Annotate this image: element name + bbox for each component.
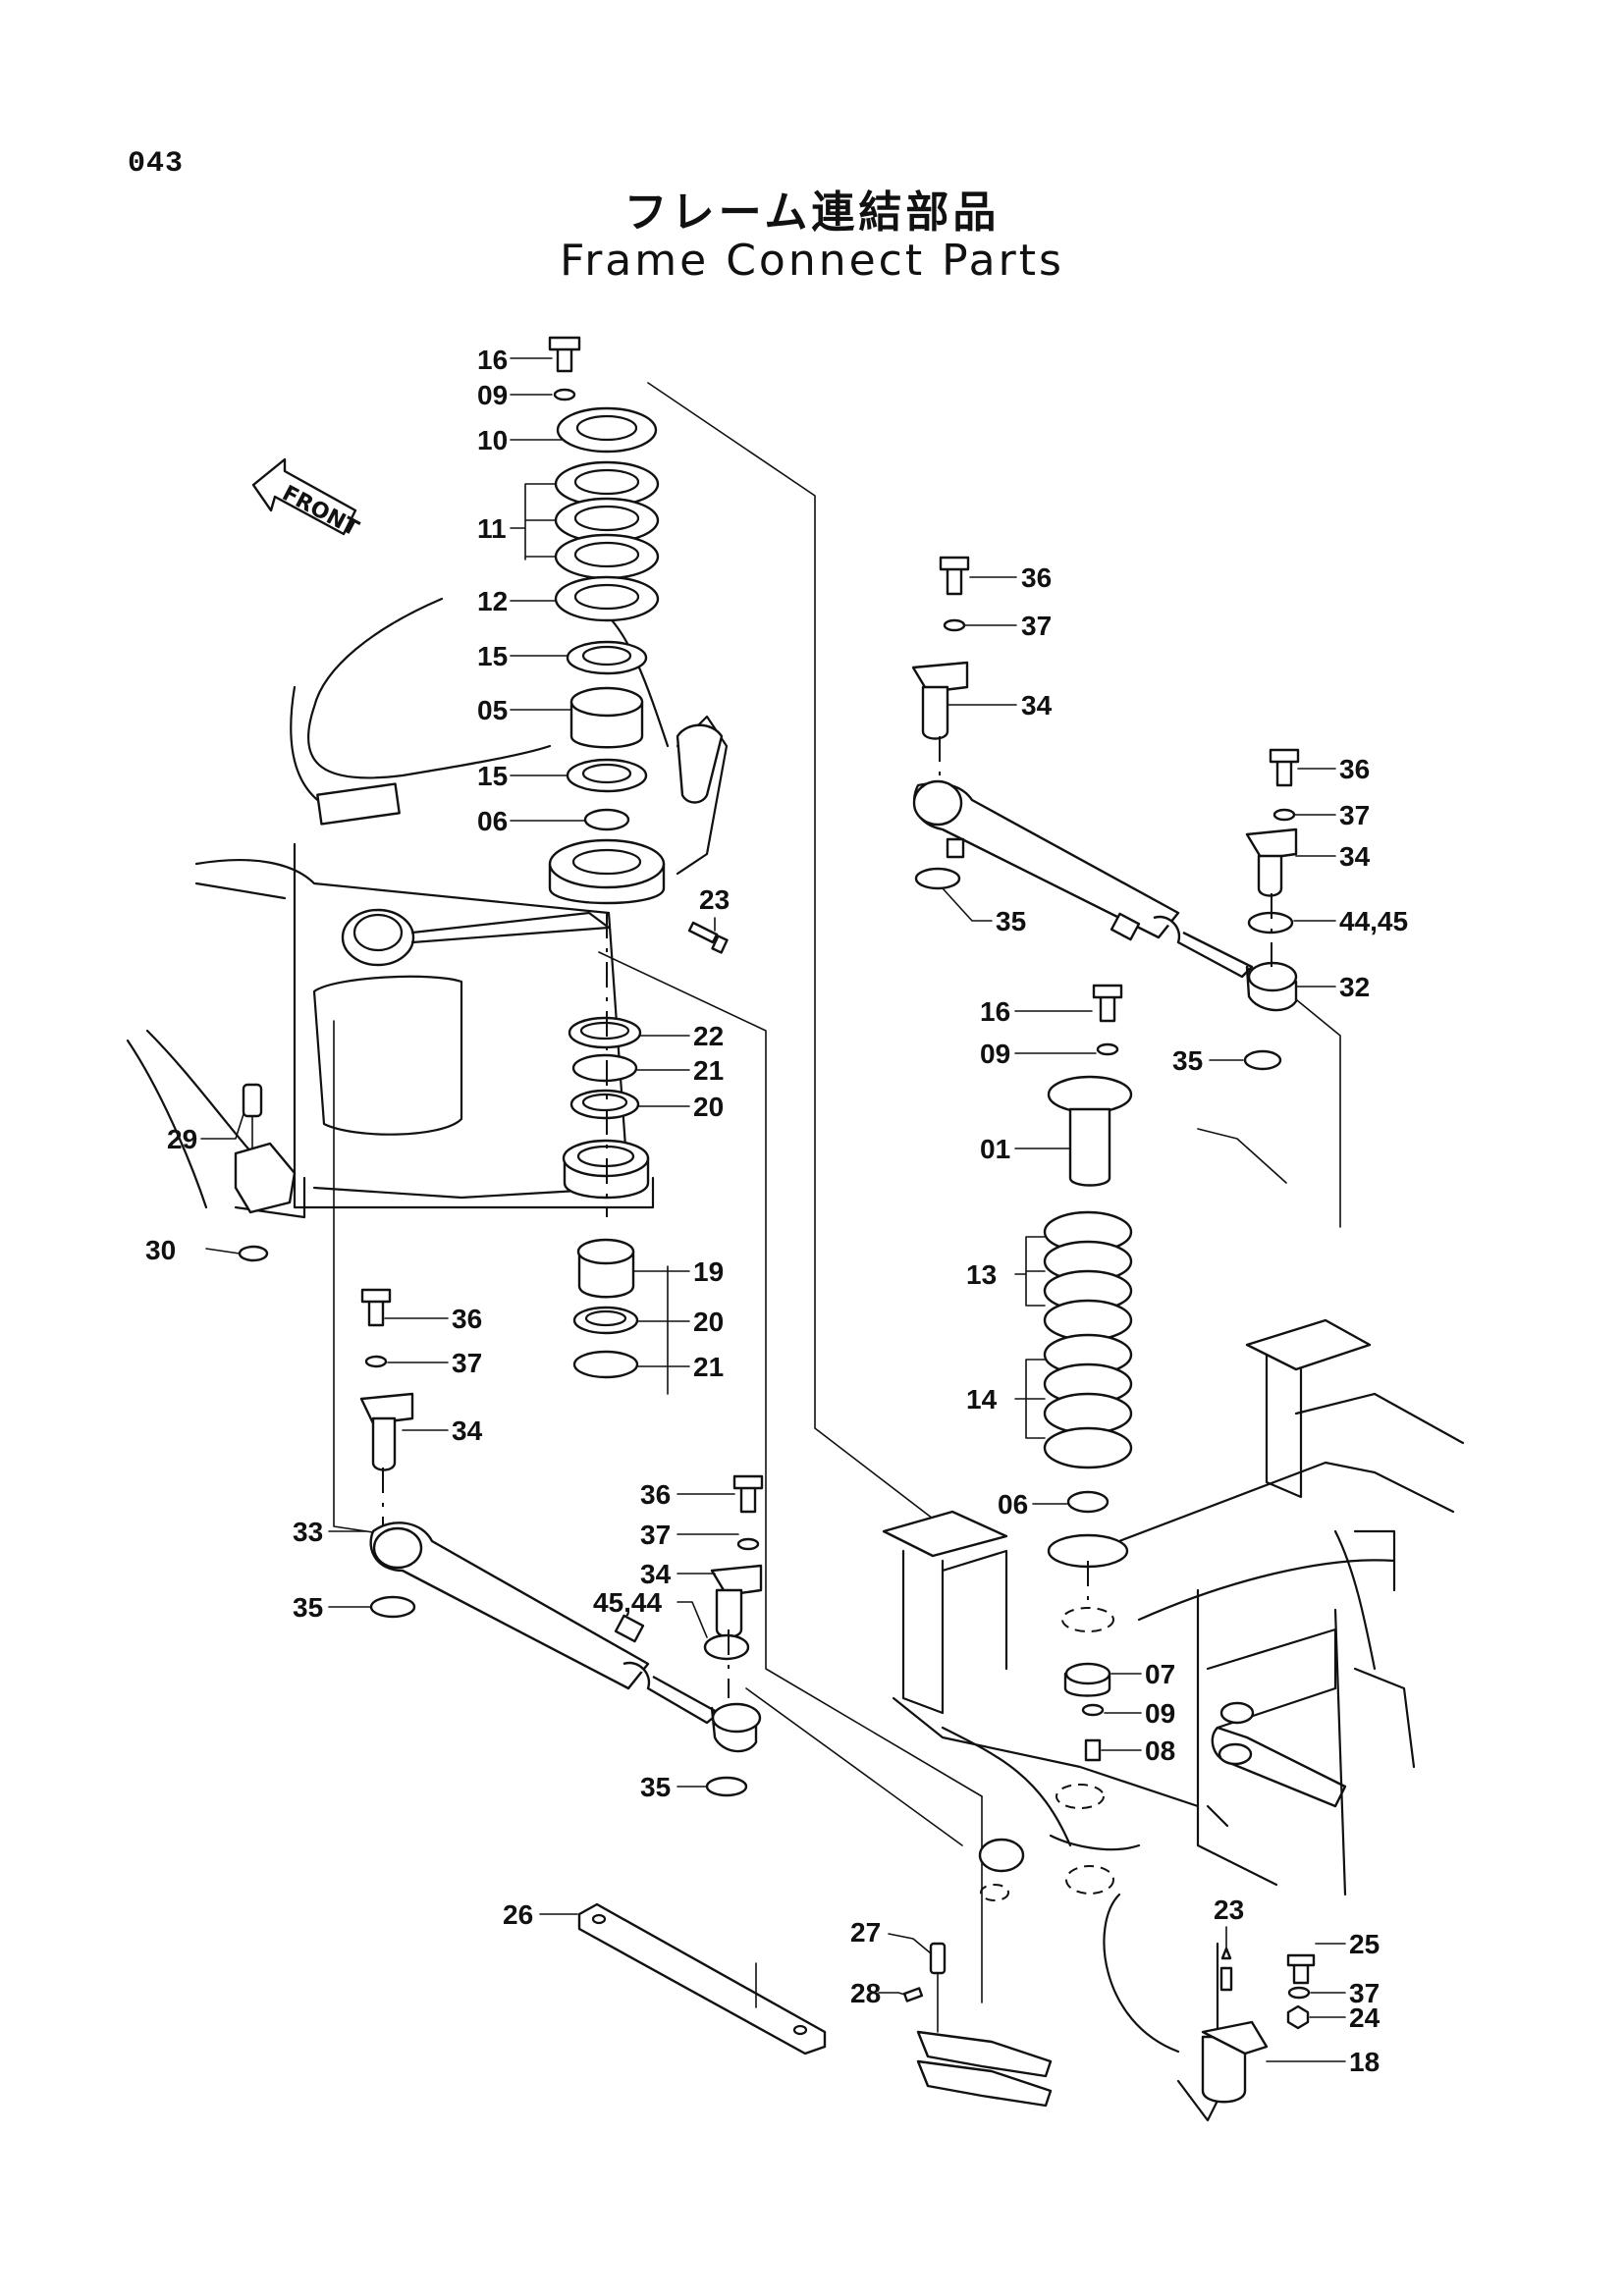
- upper-right-steering-cylinder: [911, 556, 1300, 1071]
- callout-15-top: 15: [477, 641, 508, 671]
- grease-nipple-and-pin: [234, 921, 729, 1262]
- page-title-english: Frame Connect Parts: [560, 236, 1064, 286]
- callout-labels: 16 09 10 11 12 15 05 15 06 23 22 21 20 2…: [145, 345, 1408, 2077]
- callout-06-left: 06: [477, 806, 508, 836]
- callout-19: 19: [693, 1256, 724, 1287]
- page-number: 043: [128, 147, 185, 181]
- callout-36-lower-mid: 36: [640, 1479, 671, 1510]
- callout-26: 26: [503, 1899, 533, 1930]
- callout-36-upper-right: 36: [1021, 562, 1052, 593]
- callout-45-44: 45,44: [593, 1587, 662, 1618]
- left-stack-parts: [548, 336, 666, 905]
- assembly-axis-lines: [382, 736, 1272, 1698]
- callout-09-top: 09: [477, 380, 508, 410]
- callout-13: 13: [966, 1259, 997, 1290]
- callout-32: 32: [1339, 972, 1370, 1002]
- callout-37-bottom: 37: [1349, 1978, 1380, 2008]
- callout-27: 27: [850, 1917, 881, 1948]
- callout-16-top: 16: [477, 345, 508, 375]
- callout-09-center: 09: [980, 1039, 1010, 1069]
- callout-20-bottom: 20: [693, 1307, 724, 1337]
- rear-frame-body: [882, 1318, 1465, 2122]
- callout-35-lower-left: 35: [293, 1592, 323, 1623]
- callout-10: 10: [477, 425, 508, 455]
- callout-34-far-right: 34: [1339, 841, 1371, 872]
- callout-37-lower-left: 37: [452, 1348, 482, 1378]
- callout-24: 24: [1349, 2002, 1380, 2033]
- callout-34-lower-left: 34: [452, 1415, 483, 1446]
- callout-37-upper-right: 37: [1021, 611, 1052, 641]
- callout-34-lower-mid: 34: [640, 1559, 672, 1589]
- callout-23-bottom: 23: [1214, 1895, 1244, 1925]
- page-title-japanese: フレーム連結部品: [623, 187, 1001, 238]
- callout-36-far-right: 36: [1339, 754, 1370, 784]
- callout-34-upper-right: 34: [1021, 690, 1053, 721]
- callout-21-top: 21: [693, 1055, 724, 1086]
- callout-33: 33: [293, 1517, 323, 1547]
- callout-09-bottom: 09: [1145, 1698, 1175, 1729]
- callout-01: 01: [980, 1134, 1010, 1164]
- callout-14: 14: [966, 1384, 998, 1415]
- callout-35-lower-mid: 35: [640, 1772, 671, 1802]
- callout-25: 25: [1349, 1929, 1380, 1959]
- callout-08: 08: [1145, 1735, 1175, 1766]
- callout-12: 12: [477, 586, 508, 616]
- callout-06-center: 06: [998, 1489, 1028, 1520]
- frame-outline-lines: [333, 382, 1341, 2003]
- callout-18: 18: [1349, 2047, 1380, 2077]
- callout-36-lower-left: 36: [452, 1304, 482, 1334]
- front-arrow-icon: FRONT: [251, 457, 362, 542]
- left-lower-stack-parts: [562, 1016, 650, 1379]
- callout-37-lower-mid: 37: [640, 1520, 671, 1550]
- callout-44-45: 44,45: [1339, 906, 1408, 936]
- lower-left-steering-cylinder: [359, 1288, 764, 1797]
- callout-leader-lines: [200, 357, 1346, 2062]
- callout-21-bottom: 21: [693, 1352, 724, 1382]
- callout-20-top: 20: [693, 1092, 724, 1122]
- callout-37-far-right: 37: [1339, 800, 1370, 830]
- callout-35-upper-right: 35: [996, 906, 1026, 936]
- callout-28: 28: [850, 1978, 881, 2008]
- callout-29: 29: [167, 1124, 197, 1154]
- callout-16-center: 16: [980, 996, 1010, 1027]
- bottom-parts: [577, 1902, 1316, 2108]
- callout-11: 11: [477, 513, 507, 544]
- callout-35-far-right: 35: [1172, 1045, 1203, 1076]
- callout-30: 30: [145, 1235, 176, 1265]
- front-frame-body: [126, 597, 729, 1219]
- center-pin-stack: [1043, 984, 1133, 1762]
- callout-05: 05: [477, 695, 508, 725]
- callout-22: 22: [693, 1021, 724, 1051]
- callout-07: 07: [1145, 1659, 1175, 1689]
- callout-23-top: 23: [699, 884, 730, 915]
- callout-15-bottom: 15: [477, 761, 508, 791]
